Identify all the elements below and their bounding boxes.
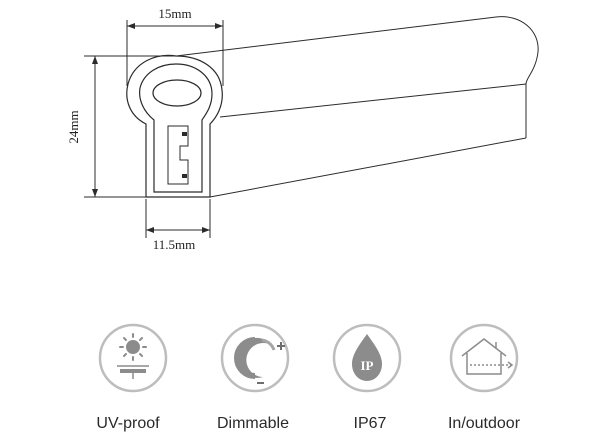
profile-inner-channel xyxy=(139,63,213,193)
base-label: 11.5mm xyxy=(153,237,196,252)
dimension-base xyxy=(145,199,211,238)
dimension-width xyxy=(126,20,224,86)
led-marker-bottom xyxy=(182,174,187,178)
dimension-height xyxy=(84,55,176,198)
house-icon xyxy=(449,323,519,393)
strip-top-edge xyxy=(175,16,497,57)
feature-label-dimmable: Dimmable xyxy=(217,415,289,432)
feature-label-ip67: IP67 xyxy=(354,415,387,432)
feature-label-uv-proof: UV-proof xyxy=(96,415,160,432)
pcb-slot xyxy=(167,125,189,185)
sun-icon xyxy=(98,323,168,393)
feature-dimmable: Dimmable xyxy=(217,323,290,432)
strip-back-end xyxy=(495,16,539,85)
feature-ip67: IP IP67 xyxy=(332,323,402,432)
led-marker-top xyxy=(182,132,187,136)
width-label: 15mm xyxy=(158,6,191,21)
feature-in-outdoor: In/outdoor xyxy=(448,323,521,432)
cross-section xyxy=(126,54,223,198)
strip-body xyxy=(175,16,539,198)
water-drop-icon: IP xyxy=(332,323,402,393)
strip-shoulder-edge xyxy=(219,83,527,118)
feature-uv-proof: UV-proof xyxy=(96,323,168,432)
lens-oval xyxy=(152,79,202,107)
ip-badge: IP xyxy=(361,358,374,373)
height-label: 24mm xyxy=(66,110,81,143)
dimmable-icon xyxy=(220,323,290,393)
strip-bottom-edge xyxy=(209,137,527,198)
feature-label-in-outdoor: In/outdoor xyxy=(448,415,521,432)
